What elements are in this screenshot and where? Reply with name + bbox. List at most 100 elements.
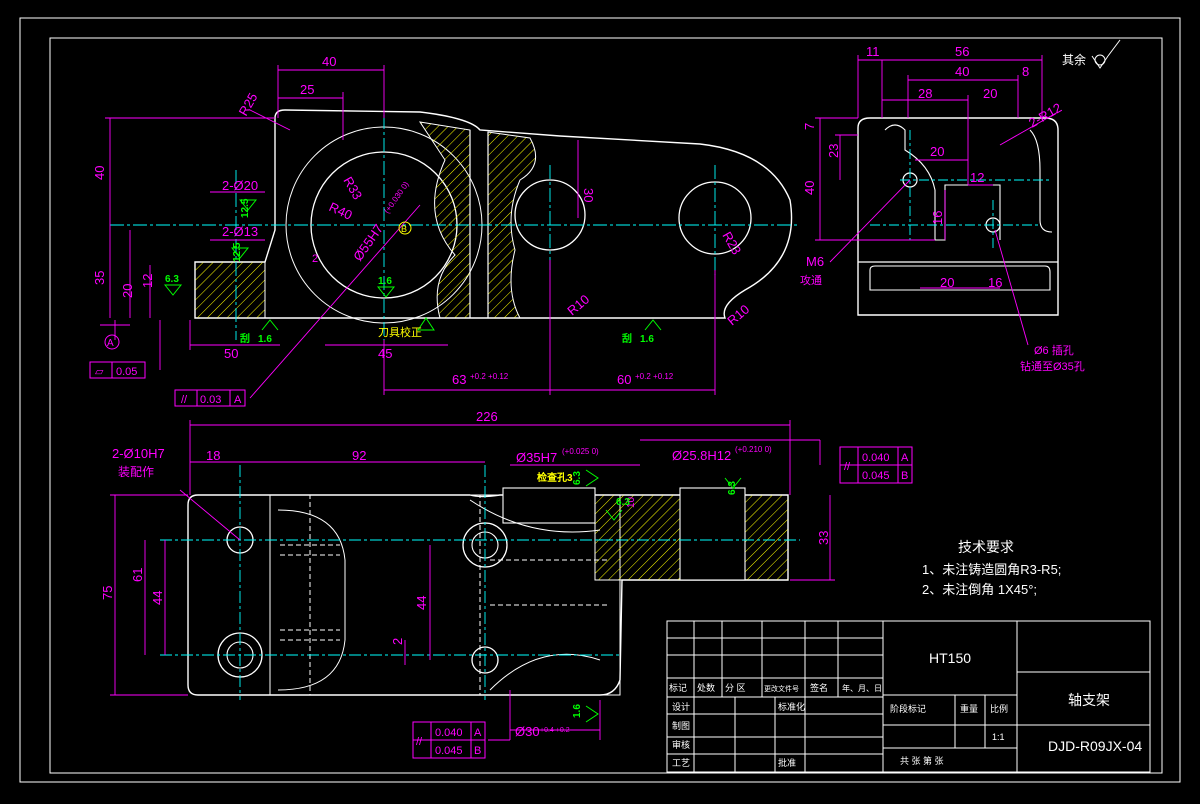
middle-hole — [514, 179, 586, 251]
rough-1-6-a: 1.6 — [378, 276, 392, 287]
front-view: 226 2-Ø10H7 装配作 18 92 Ø35H7 (+0.025 0) Ø… — [100, 409, 913, 759]
front-hole-4 — [471, 646, 499, 674]
side-outline — [857, 117, 1059, 316]
front-dim-hole10: 2-Ø10H7 — [112, 446, 165, 461]
flatness-frame — [89, 361, 146, 379]
top-view-outline — [194, 109, 793, 319]
circle-b-marker — [398, 221, 412, 235]
tol-frame-3-value: 0.040 — [435, 727, 463, 739]
circle-b-label: B — [401, 224, 407, 234]
tb-standardize: 标准化 — [778, 701, 805, 712]
tb-row-label-4: 更改文件号 — [764, 684, 799, 693]
front-dim-44b: 44 — [414, 596, 429, 610]
side-dim-20b: 20 — [930, 144, 944, 159]
dim-40: 40 — [322, 54, 336, 69]
top-hatch-left — [418, 121, 471, 319]
front-dim-18: 18 — [206, 448, 220, 463]
rest-roughness-icon — [1091, 39, 1121, 69]
datum-a-circle — [104, 334, 120, 350]
side-dim-8: 8 — [1022, 64, 1029, 79]
tb-row-label-2: 处数 — [697, 682, 715, 693]
rest-label: 其余 — [1062, 52, 1086, 67]
side-dim-r12: 2-R12 — [1026, 100, 1064, 131]
tol-frame-4-value: 0.045 — [435, 745, 463, 757]
svg-text://: // — [844, 461, 851, 473]
rest-prefix-b: 刮 — [622, 332, 632, 345]
side-dim-40v: 40 — [802, 181, 817, 195]
dim-hole13: 2-Ø13 — [222, 224, 258, 239]
front-dim-92: 92 — [352, 448, 366, 463]
front-dim-30: Ø30 — [515, 724, 540, 739]
front-dim-30-tol: +0.4 +0.2 — [540, 727, 570, 734]
front-dim-258-tol: (+0.210 0) — [735, 445, 772, 454]
side-dim-7: 7 — [802, 123, 817, 130]
pin-hole-note: 钻通至Ø35孔 — [1020, 359, 1085, 373]
dim-r40: R40 — [327, 199, 355, 223]
dim-35: 35 — [92, 271, 107, 285]
tb-row-label-6: 年、月、日 — [842, 683, 882, 693]
tb-stage-mark: 阶段标记 — [890, 703, 926, 714]
tb-design: 设计 — [672, 701, 690, 712]
front-rough-3: 6.3 — [572, 471, 583, 485]
tech-req-title: 技术要求 — [958, 539, 1014, 555]
side-dim-20: 20 — [983, 86, 997, 101]
check-hole-label: 检查孔3 — [537, 471, 573, 484]
title-block — [666, 620, 1151, 773]
dim-hole20: 2-Ø20 — [222, 178, 258, 193]
dim-63-tol: +0.2 +0.12 — [470, 372, 509, 381]
tol-frame-3-datum: A — [474, 727, 482, 739]
pin-hole-label: Ø6 插孔 — [1034, 343, 1074, 357]
dim-20: 20 — [120, 284, 135, 298]
tb-drawing-no: DJD-R09JX-04 — [1048, 738, 1142, 754]
dim-bore: Ø55H7 — [350, 221, 386, 263]
parallel-datum-top: A — [234, 394, 242, 406]
parallel-tol-top: 0.03 — [200, 394, 221, 406]
rough-1-6-b: 1.6 — [258, 334, 272, 345]
dim-40v: 40 — [92, 166, 107, 180]
front-body — [269, 494, 621, 696]
front-dim-10: 10 — [626, 496, 637, 508]
flatness-tol: 0.05 — [116, 366, 137, 378]
inner-border — [49, 37, 1163, 774]
dim-2: 2 — [312, 253, 318, 265]
tb-sheets: 共 张 第 张 — [900, 755, 944, 766]
tb-material: HT150 — [929, 650, 971, 666]
svg-text://: // — [416, 736, 423, 748]
rough-1-6-c: 1.6 — [640, 334, 654, 345]
front-dim-75: 75 — [100, 586, 115, 600]
rest-prefix-a: 刮 — [240, 332, 250, 345]
front-dim-2: 2 — [390, 638, 405, 645]
side-dim-12: 12 — [970, 170, 984, 185]
dim-63: 63 — [452, 372, 466, 387]
svg-text:▱: ▱ — [95, 366, 104, 378]
dim-12: 12 — [140, 274, 155, 288]
tool-set-label: 刀具校正 — [378, 325, 422, 339]
side-view: 11 56 40 8 28 20 2-R12 7 23 20 40 12 16 … — [800, 39, 1121, 373]
front-dim-35: Ø35H7 — [516, 450, 557, 465]
top-view: 40 25 R25 R33 R40 2-Ø20 2-Ø13 40 35 20 1… — [89, 54, 800, 407]
rough-12-5-b: 12.5 — [232, 242, 243, 262]
dim-45: 45 — [378, 346, 392, 361]
side-dim-20c: 20 — [940, 275, 954, 290]
front-dim-35-tol: (+0.025 0) — [562, 447, 599, 456]
dim-r25: R25 — [236, 90, 261, 118]
dim-r10b: R10 — [724, 301, 752, 328]
rough-6-3: 6.3 — [165, 274, 179, 285]
front-rough-1: 6.3 — [616, 497, 630, 508]
side-dim-40: 40 — [955, 64, 969, 79]
dim-bore-tol: (+0.030 0) — [382, 180, 411, 215]
front-dim-61: 61 — [130, 568, 145, 582]
top-hatch-right — [487, 131, 537, 319]
tb-weight: 重量 — [960, 703, 978, 714]
side-dim-11: 11 — [866, 44, 880, 59]
tech-req-item-1: 1、未注铸造圆角R3-R5; — [922, 562, 1061, 577]
side-dim-56: 56 — [955, 44, 969, 59]
tol-frame-2-value: 0.045 — [862, 470, 890, 482]
dim-r33: R33 — [340, 174, 365, 202]
tb-row-label-3: 分 区 — [725, 683, 746, 693]
parallel-frame-top — [174, 389, 246, 407]
m6-label: M6 — [806, 254, 824, 269]
side-dim-16b: 16 — [988, 275, 1002, 290]
